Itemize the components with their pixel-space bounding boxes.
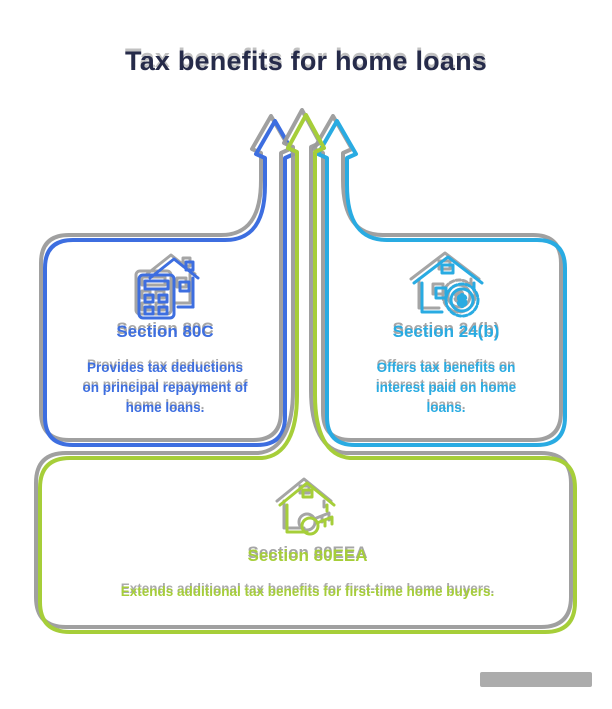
house-key-icon <box>278 481 336 536</box>
left-card-heading: Section 80C <box>116 322 214 341</box>
bottom-card-arrow-outline <box>38 113 577 634</box>
coin-dollar-symbol: $ <box>458 293 467 310</box>
watermark-bar <box>480 672 592 687</box>
page-title: Tax benefits for home loans <box>125 46 487 76</box>
house-coin-icon: $ <box>412 255 484 318</box>
bottom-card-body: Extends additional tax benefits for firs… <box>120 584 495 599</box>
house-calculator-icon <box>137 257 200 320</box>
right-card-arrow-outline <box>316 119 567 447</box>
right-card-heading: Section 24(b) <box>392 322 500 341</box>
left-card-body: Provides tax deductions on principal rep… <box>82 360 248 415</box>
left-card-arrow-outline <box>43 119 296 447</box>
right-card-body: Offers tax benefits on interest paid on … <box>375 360 517 415</box>
bottom-card-heading: Section 80EEA <box>247 546 368 565</box>
